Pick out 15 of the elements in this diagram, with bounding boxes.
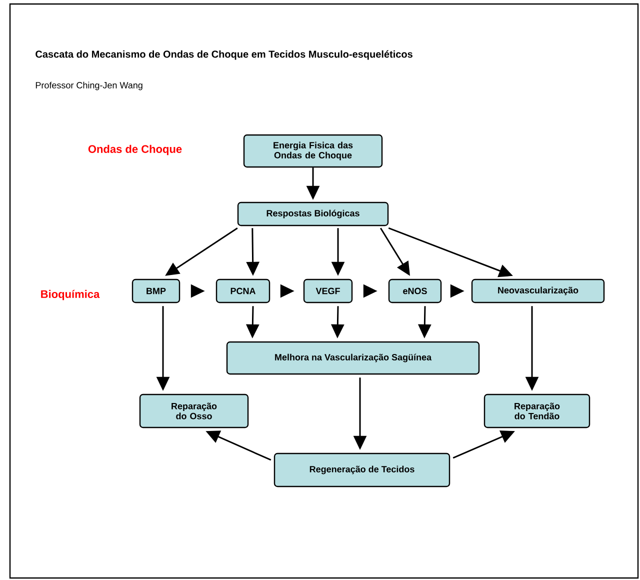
title: Cascata do Mecanismo de Ondas de Choque em Tecidos Musculo-esqueléticos <box>36 50 412 60</box>
process-box: eNOS <box>388 278 442 304</box>
process-box: Reparação do Osso <box>139 394 249 428</box>
author-text: Professor Ching-Jen Wang <box>36 82 142 90</box>
process-box: Regeneração de Tecidos <box>274 452 450 488</box>
process-box: PCNA <box>216 278 270 304</box>
section-label: Bioquímica <box>41 290 100 300</box>
process-box: VEGF <box>303 278 353 304</box>
process-box: Neovascularização <box>471 278 605 304</box>
process-box: Melhora na Vascularização Sagüínea <box>226 341 480 375</box>
section-label: Ondas de Choque <box>88 144 182 156</box>
process-box: BMP <box>132 278 180 304</box>
process-box: Reparação do Tendão <box>484 394 590 428</box>
process-box: Energia Fisica das Ondas de Choque <box>243 134 383 168</box>
process-box: Respostas Biológicas <box>237 202 389 226</box>
